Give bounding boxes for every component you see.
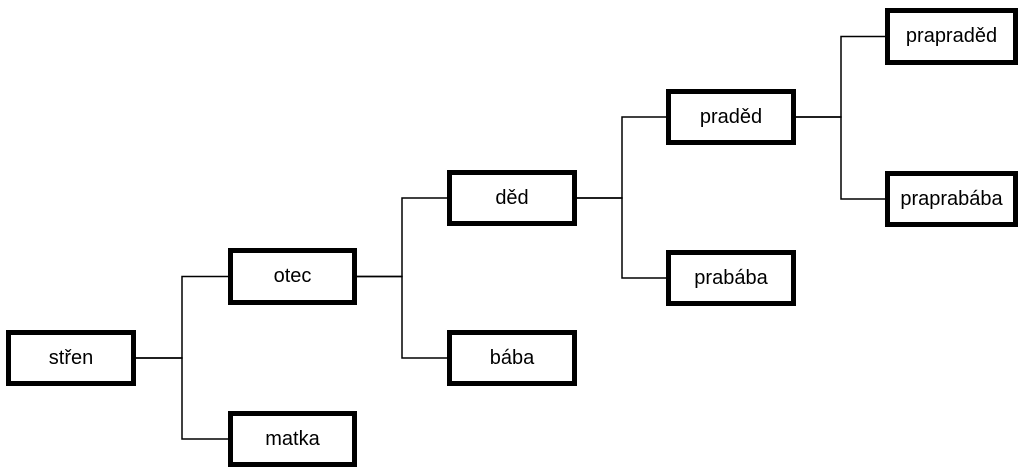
node-label: otec: [273, 265, 312, 287]
connector-ded-praded: [577, 116, 666, 199]
node-label: střen: [48, 346, 94, 369]
node-label: děd: [495, 186, 529, 209]
node-baba: bába: [447, 330, 577, 386]
node-praprababa: praprabába: [885, 171, 1018, 227]
node-prapraded: prapraděd: [885, 8, 1018, 65]
node-label: praprabába: [900, 187, 1003, 210]
node-ded: děd: [447, 170, 577, 226]
node-stren: střen: [6, 330, 136, 386]
node-label: prabába: [694, 266, 768, 289]
node-label: praděd: [699, 105, 763, 128]
node-prababa: prabába: [666, 250, 796, 306]
node-otec: otec: [228, 248, 357, 305]
node-label: prapraděd: [905, 25, 998, 47]
connector-praded-praprababa: [796, 116, 885, 200]
connector-ded-prababa: [577, 197, 666, 279]
connector-otec-ded: [357, 197, 447, 278]
connector-stren-matka: [136, 357, 228, 440]
connector-stren-otec: [136, 275, 228, 359]
node-praded: praděd: [666, 89, 796, 145]
node-label: bába: [489, 346, 535, 369]
node-matka: matka: [228, 411, 357, 467]
connector-otec-baba: [357, 275, 447, 359]
connector-praded-prapraded: [796, 35, 885, 118]
node-label: matka: [265, 427, 320, 450]
